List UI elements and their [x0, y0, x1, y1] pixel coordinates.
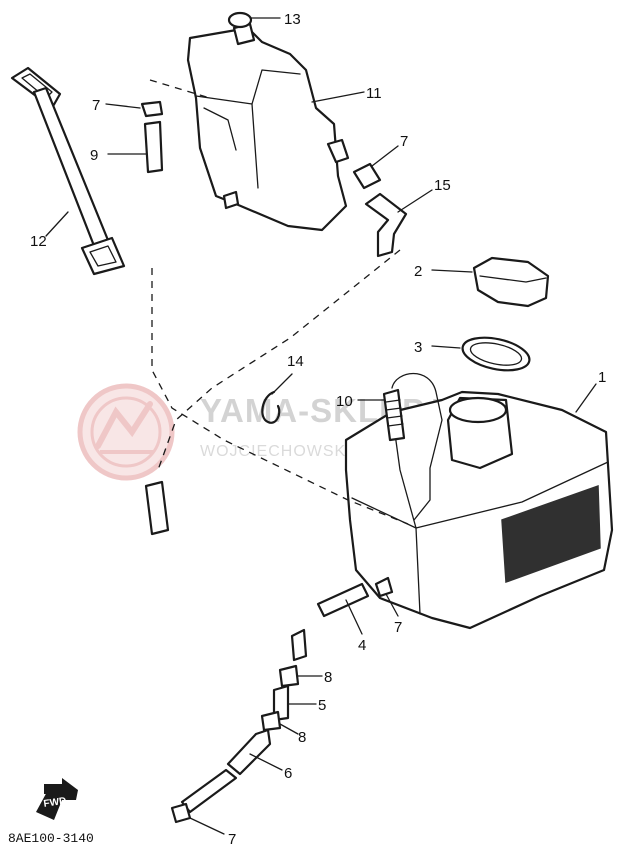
- part-4-fuel-hose: 4: [290, 582, 370, 662]
- callout-3: 3: [414, 339, 422, 356]
- watermark-logo-icon: [77, 383, 175, 481]
- callout-7a: 7: [92, 97, 100, 114]
- diagram-code: 8AE100-3140: [8, 831, 94, 846]
- callout-13: 13: [284, 11, 301, 28]
- part-3-gasket: [431, 336, 531, 372]
- part-7-clip-top: [105, 100, 164, 118]
- callout-10: 10: [336, 393, 353, 410]
- callout-7c: 7: [394, 619, 402, 636]
- short-hose-lower: [144, 480, 170, 536]
- part-6-hose: 6: [180, 728, 292, 814]
- part-5-filter: 5: [272, 684, 326, 722]
- part-1-main-tank: 1: [344, 369, 614, 630]
- part-12-strap: [10, 66, 126, 276]
- callout-7b: 7: [400, 133, 408, 150]
- callout-4: 4: [358, 637, 366, 654]
- routing-line-left: [151, 268, 409, 525]
- part-2-tank-cap: [431, 256, 550, 308]
- callout-9: 9: [90, 147, 98, 164]
- part-7-clip-right: [352, 145, 399, 190]
- callout-11: 11: [366, 85, 382, 102]
- callout-1: 1: [598, 369, 606, 386]
- callout-2: 2: [414, 263, 422, 280]
- callout-6: 6: [284, 765, 292, 782]
- callout-14: 14: [287, 353, 304, 370]
- fwd-label: FWD: [43, 796, 67, 810]
- part-11-reservoir-tank: [149, 22, 350, 232]
- part-8-clip-lower: 8: [260, 710, 306, 746]
- callout-5: 5: [318, 697, 326, 714]
- callout-8a: 8: [324, 669, 332, 686]
- callout-8b: 8: [298, 729, 306, 746]
- part-7-clip-middle: 7: [374, 576, 402, 636]
- part-8-clip-upper: 8: [278, 664, 332, 688]
- part-14-clamp: 14: [261, 353, 304, 424]
- part-7-clip-bottom: 7: [170, 802, 236, 848]
- part-9-hose: [107, 120, 164, 174]
- part-13-cap: 13: [227, 11, 301, 29]
- fwd-arrow-icon: FWD: [36, 778, 78, 820]
- callout-7d: 7: [228, 831, 236, 848]
- callout-15: 15: [434, 177, 451, 194]
- routing-line-center: [157, 249, 401, 471]
- part-15-hose: [364, 189, 433, 258]
- part-10-breather-hose: [357, 373, 443, 521]
- callout-12: 12: [30, 233, 47, 250]
